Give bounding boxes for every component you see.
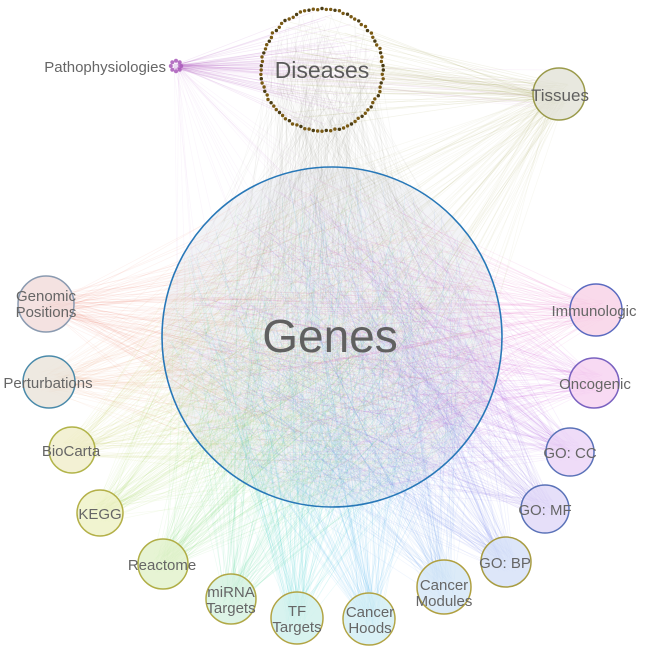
node-label-genes: Genes — [262, 310, 398, 362]
node-label-go_mf: GO: MF — [518, 502, 571, 519]
node-mirna_targets[interactable] — [205, 573, 257, 625]
node-go_cc[interactable] — [545, 427, 595, 477]
node-label-cancer_hoods: Hoods — [348, 620, 391, 637]
edges-tissues-to-diseases — [263, 15, 569, 126]
edges-reactome-to-genes — [152, 186, 476, 574]
node-cancer_modules[interactable] — [416, 559, 472, 615]
edges-cancer_modules-to-genes — [171, 174, 491, 598]
node-label-oncogenic: Oncogenic — [559, 376, 631, 393]
node-label-genomic_positions: Genomic — [16, 288, 77, 305]
node-biocarta[interactable] — [48, 426, 96, 474]
node-label-mirna_targets: Targets — [206, 600, 255, 617]
node-oncogenic[interactable] — [568, 357, 620, 409]
node-go_mf[interactable] — [520, 484, 570, 534]
node-label-cancer_modules: Modules — [416, 593, 473, 610]
edges-kegg-to-genes — [91, 186, 484, 523]
node-go_bp[interactable] — [480, 536, 532, 588]
node-label-kegg: KEGG — [78, 506, 121, 523]
edges-pathophysiologies-to-tissues — [173, 63, 575, 110]
node-label-tf_targets: TF — [288, 603, 306, 620]
node-label-pathophysiologies: Pathophysiologies — [44, 59, 166, 76]
node-genomic_positions[interactable] — [17, 275, 75, 333]
node-diseases[interactable] — [259, 6, 385, 133]
node-label-reactome: Reactome — [128, 557, 196, 574]
node-cancer_hoods[interactable] — [342, 592, 396, 646]
edges-tissues-to-genes — [176, 83, 570, 489]
genes-area — [162, 167, 502, 507]
node-label-mirna_targets: miRNA — [207, 584, 255, 601]
edges-go_cc-to-genes — [168, 192, 580, 502]
edges-go_bp-to-genes — [180, 185, 517, 573]
node-label-immunologic: Immunologic — [551, 303, 637, 320]
node-label-go_cc: GO: CC — [543, 445, 597, 462]
edges-pathophysiologies-to-diseases — [173, 11, 379, 126]
node-reactome[interactable] — [137, 538, 189, 590]
node-label-perturbations: Perturbations — [3, 375, 92, 392]
node-label-tf_targets: Targets — [272, 619, 321, 636]
edges-genomic_positions-to-genes — [34, 185, 489, 480]
edges-mirna_targets-to-genes — [174, 173, 492, 610]
node-label-biocarta: BioCarta — [42, 443, 101, 460]
node-tf_targets[interactable] — [270, 591, 324, 645]
node-label-genomic_positions: Positions — [16, 304, 77, 321]
node-tissues[interactable] — [532, 67, 586, 121]
node-perturbations[interactable] — [22, 355, 76, 409]
edges-oncogenic-to-genes — [168, 189, 604, 498]
node-pathophysiologies[interactable] — [168, 58, 184, 74]
node-label-cancer_modules: Cancer — [420, 577, 468, 594]
node-label-tissues: Tissues — [531, 86, 589, 105]
node-label-cancer_hoods: Cancer — [346, 604, 394, 621]
node-label-diseases: Diseases — [275, 57, 370, 83]
node-genes[interactable] — [161, 166, 503, 508]
node-label-go_bp: GO: BP — [479, 555, 531, 572]
label-layer: Genes Diseases PathophysiologiesTissuesGen… — [3, 57, 637, 637]
edges-biocarta-to-genes — [62, 171, 479, 488]
node-immunologic[interactable] — [569, 283, 623, 337]
node-kegg[interactable] — [76, 489, 124, 537]
edge-layer — [34, 11, 607, 630]
node-layer — [17, 6, 623, 646]
edges-diseases-to-genes — [176, 12, 492, 499]
edges-perturbations-to-genes — [38, 173, 490, 499]
edges-immunologic-to-genes — [194, 176, 607, 493]
edges-go_mf-to-genes — [174, 174, 555, 519]
